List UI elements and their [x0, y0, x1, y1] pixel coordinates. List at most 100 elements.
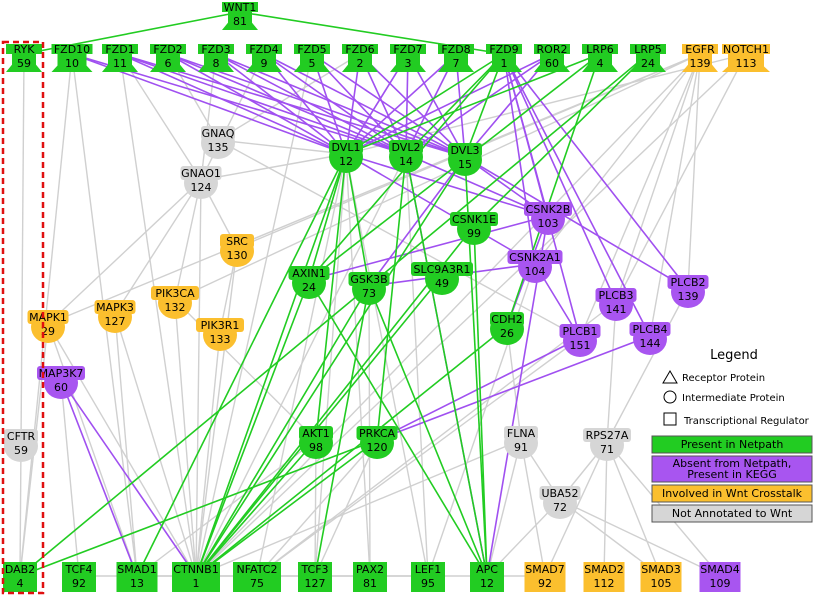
node-label-rps27a: RPS27A	[586, 429, 629, 442]
node-label-apc: APC	[476, 563, 498, 576]
node-count-fzd8: 7	[453, 57, 460, 70]
legend-shape-regulator: Transcriptional Regulator	[663, 412, 810, 427]
edge-gsk3b-tcf3	[314, 285, 370, 577]
node-count-cdh2: 26	[500, 327, 514, 340]
node-count-lrp5: 24	[641, 57, 655, 70]
node-label-tcf3: TCF3	[300, 563, 328, 576]
edge-egfr-pik3ca	[174, 53, 701, 301]
node-count-pik3r1: 133	[210, 333, 231, 346]
edge-dvl1-axin1	[308, 153, 347, 281]
edge-rps27a-smad7	[544, 441, 608, 577]
edge-plcb3-rps27a	[606, 301, 617, 443]
legend-category-label: Absent from Netpath,	[673, 457, 792, 470]
node-count-tcf4: 92	[72, 577, 86, 590]
edge-akt1-tcf3	[314, 439, 317, 577]
node-label-fzd9: FZD9	[489, 43, 518, 56]
node-count-smad4: 109	[710, 577, 731, 590]
node-label-pax2: PAX2	[356, 563, 384, 576]
node-count-fzd3: 8	[213, 57, 220, 70]
edge-fzd2-dvl1	[167, 53, 347, 155]
legend-category-label: Present in Netpath	[681, 438, 784, 451]
node-label-smad1: SMAD1	[117, 563, 156, 576]
legend-title: Legend	[710, 348, 758, 363]
edge-plcb2-rps27a	[606, 288, 689, 443]
edge-mapk3-ctnnb1	[114, 313, 197, 577]
edge-dvl1-gsk3b	[345, 153, 370, 287]
node-label-prkca: PRKCA	[359, 427, 396, 440]
node-label-dvl1: DVL1	[332, 141, 361, 154]
legend-shape-label: Intermediate Protein	[682, 393, 785, 404]
edge-uba52-smad4	[559, 499, 721, 577]
node-label-fzd2: FZD2	[153, 43, 182, 56]
node-count-ror2: 60	[545, 57, 559, 70]
edge-prkca-nfatc2	[256, 439, 378, 577]
node-label-dvl2: DVL2	[392, 141, 421, 154]
node-count-lrp6: 4	[597, 57, 604, 70]
edge-layer-purple	[60, 53, 689, 577]
node-count-lef1: 95	[421, 577, 435, 590]
legend-category-green: Present in Netpath	[651, 435, 813, 454]
node-count-smad1: 13	[130, 577, 144, 590]
ryk-dab2-highlight-box	[1, 40, 45, 595]
node-count-flna: 91	[514, 441, 528, 454]
